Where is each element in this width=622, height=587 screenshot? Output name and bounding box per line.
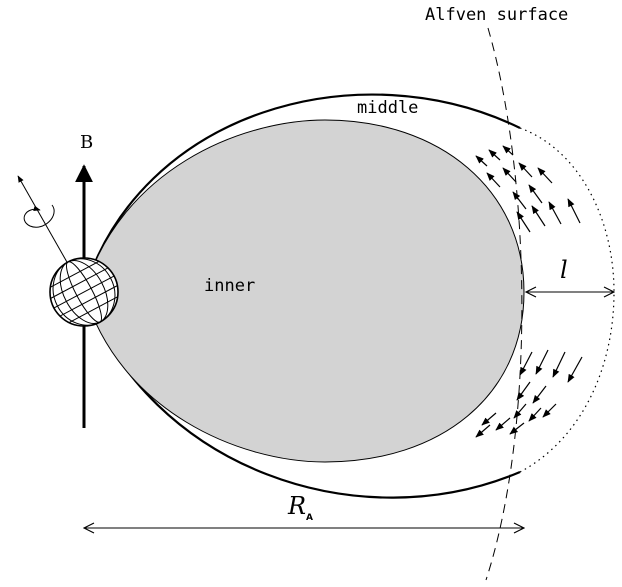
lower-flow-arrows (475, 349, 583, 438)
flow-arrow (512, 191, 527, 210)
flow-arrow (475, 155, 488, 167)
flow-arrow (502, 145, 514, 156)
middle-label: middle (357, 98, 418, 118)
flow-arrow (518, 162, 533, 178)
flow-arrow (481, 412, 497, 426)
flow-arrow (509, 422, 525, 435)
flow-arrow (488, 149, 501, 161)
rotation-arrow-icon (23, 204, 55, 228)
flow-arrow (542, 403, 557, 418)
flow-arrow (495, 417, 511, 431)
dotted-extension-boundary (519, 127, 615, 473)
flow-arrow (567, 198, 581, 224)
flow-arrow (528, 184, 543, 204)
flow-arrow (519, 351, 533, 376)
flow-arrow (528, 407, 542, 422)
flow-arrow (513, 403, 527, 419)
flow-arrow (531, 205, 546, 227)
flow-arrow (516, 211, 531, 233)
flow-arrow (502, 167, 517, 183)
flow-arrow (532, 385, 547, 404)
alfven-radius-label: R (287, 492, 306, 520)
flow-arrow (567, 356, 583, 383)
flow-arrow (516, 381, 531, 401)
alfven-surface-label: Alfven surface (425, 5, 568, 25)
flow-arrow (552, 351, 566, 378)
flow-arrow (548, 201, 562, 225)
flow-arrow (537, 167, 553, 184)
magnetic-field-label: B (80, 132, 93, 153)
inner-region (83, 119, 525, 463)
alfven-radius-subscript: A (306, 513, 313, 523)
flow-arrow (535, 349, 549, 375)
flow-arrow (486, 172, 501, 188)
alfven-surface-curve (485, 27, 523, 581)
inner-label: inner (204, 276, 255, 296)
upper-flow-arrows (475, 145, 581, 233)
flow-arrow (475, 424, 491, 438)
gap-label: l (560, 256, 568, 284)
